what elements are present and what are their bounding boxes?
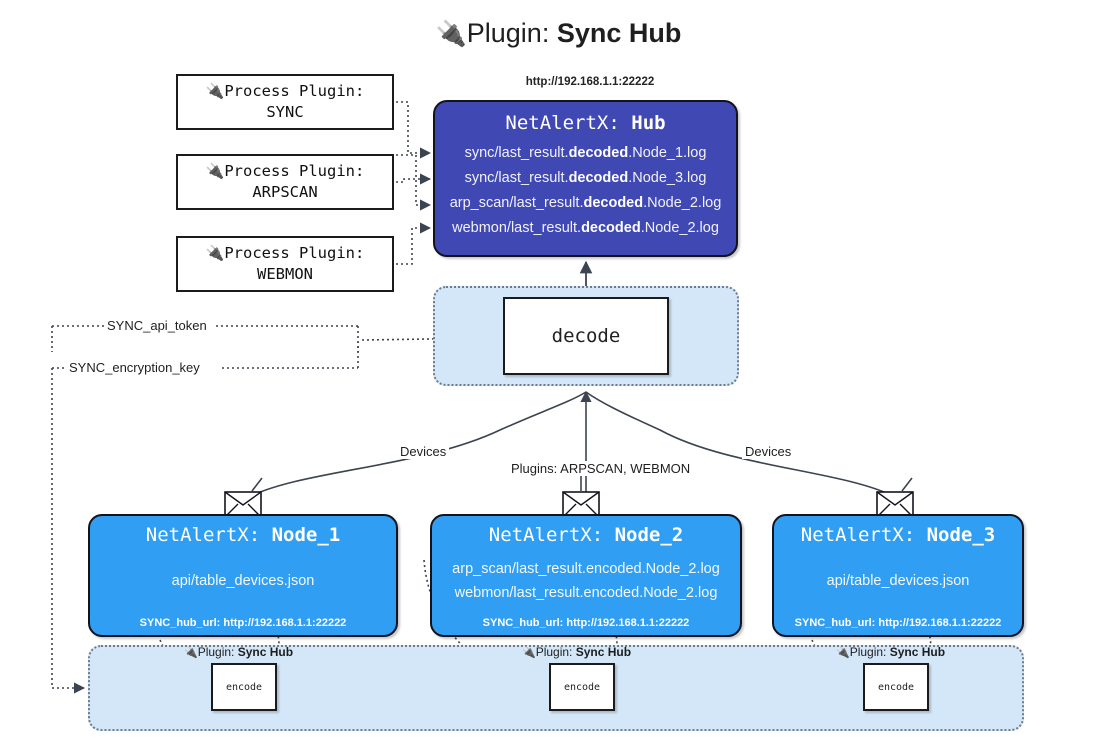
hub-node-box[interactable]: NetAlertX: Hub sync/last_result.decoded.… bbox=[433, 100, 738, 257]
edge-label-encryption-key: SYNC_encryption_key bbox=[66, 360, 203, 375]
node-line: api/table_devices.json bbox=[826, 572, 970, 589]
hub-url-label: http://192.168.1.1:22222 bbox=[525, 76, 655, 88]
hub-log-line: webmon/last_result.decoded.Node_2.log bbox=[452, 219, 719, 236]
plug-icon: 🔌 bbox=[435, 20, 467, 48]
hub-log-line: sync/last_result.decoded.Node_3.log bbox=[464, 169, 707, 186]
node-footer: SYNC_hub_url: http://192.168.1.1:22222 bbox=[482, 617, 690, 629]
edge-label-api-token: SYNC_api_token bbox=[104, 318, 210, 333]
plug-icon: 🔌 bbox=[205, 82, 225, 101]
node-title: NetAlertX: Node_2 bbox=[488, 524, 684, 546]
node-footer: SYNC_hub_url: http://192.168.1.1:22222 bbox=[139, 617, 347, 629]
plugin-tag-node-3: 🔌Plugin: Sync Hub bbox=[836, 645, 946, 659]
envelope-icon bbox=[562, 491, 600, 518]
process-plugin-line1: 🔌Process Plugin: bbox=[205, 82, 365, 101]
process-plugin-box-arpscan[interactable]: 🔌Process Plugin: ARPSCAN bbox=[176, 154, 394, 210]
plug-icon: 🔌 bbox=[205, 162, 225, 181]
node-line: arp_scan/last_result.encoded.Node_2.log bbox=[452, 560, 720, 577]
process-plugin-line1: 🔌Process Plugin: bbox=[205, 162, 365, 181]
node-lines: api/table_devices.json bbox=[90, 546, 396, 617]
node-footer: SYNC_hub_url: http://192.168.1.1:22222 bbox=[794, 617, 1002, 629]
hub-log-line: sync/last_result.decoded.Node_1.log bbox=[464, 145, 707, 161]
hub-log-line: arp_scan/last_result.decoded.Node_2.log bbox=[449, 194, 722, 211]
process-plugin-line2: ARPSCAN bbox=[252, 183, 318, 201]
process-plugin-box-sync[interactable]: 🔌Process Plugin: SYNC bbox=[176, 74, 394, 130]
process-plugin-line1: 🔌Process Plugin: bbox=[205, 244, 365, 263]
node-title: NetAlertX: Node_3 bbox=[800, 524, 996, 546]
page-title: 🔌Plugin: Sync Hub bbox=[0, 18, 1117, 49]
plug-icon: 🔌 bbox=[836, 647, 850, 659]
title-prefix: Plugin: bbox=[466, 18, 550, 48]
edge-label-plugins: Plugins: ARPSCAN, WEBMON bbox=[508, 461, 694, 476]
plug-icon: 🔌 bbox=[184, 647, 198, 659]
envelope-icon bbox=[224, 491, 262, 518]
encode-box-node-1[interactable]: encode bbox=[211, 663, 277, 711]
node-title: NetAlertX: Node_1 bbox=[145, 524, 341, 546]
edge-label-devices-left: Devices bbox=[397, 444, 450, 459]
title-name: Sync Hub bbox=[556, 18, 682, 48]
process-plugin-line2: WEBMON bbox=[257, 265, 313, 283]
plug-icon: 🔌 bbox=[522, 647, 536, 659]
node-line: api/table_devices.json bbox=[171, 572, 315, 589]
edge-label-devices-right: Devices bbox=[742, 444, 795, 459]
encode-box-node-2[interactable]: encode bbox=[549, 663, 615, 711]
node-box-node-3[interactable]: NetAlertX: Node_3 api/table_devices.json… bbox=[772, 514, 1024, 637]
plugin-tag-node-2: 🔌Plugin: Sync Hub bbox=[522, 645, 632, 659]
hub-title: NetAlertX: Hub bbox=[505, 112, 666, 134]
node-lines: api/table_devices.json bbox=[774, 546, 1022, 617]
plugin-tag-node-1: 🔌Plugin: Sync Hub bbox=[184, 645, 294, 659]
process-plugin-box-webmon[interactable]: 🔌Process Plugin: WEBMON bbox=[176, 236, 394, 292]
node-box-node-2[interactable]: NetAlertX: Node_2 arp_scan/last_result.e… bbox=[430, 514, 742, 637]
process-plugin-line2: SYNC bbox=[266, 103, 304, 121]
decode-box[interactable]: decode bbox=[503, 297, 669, 375]
node-lines: arp_scan/last_result.encoded.Node_2.log … bbox=[432, 546, 740, 617]
node-line: webmon/last_result.encoded.Node_2.log bbox=[454, 584, 718, 601]
encode-box-node-3[interactable]: encode bbox=[863, 663, 929, 711]
node-box-node-1[interactable]: NetAlertX: Node_1 api/table_devices.json… bbox=[88, 514, 398, 637]
envelope-icon bbox=[876, 491, 914, 518]
plug-icon: 🔌 bbox=[205, 244, 225, 263]
